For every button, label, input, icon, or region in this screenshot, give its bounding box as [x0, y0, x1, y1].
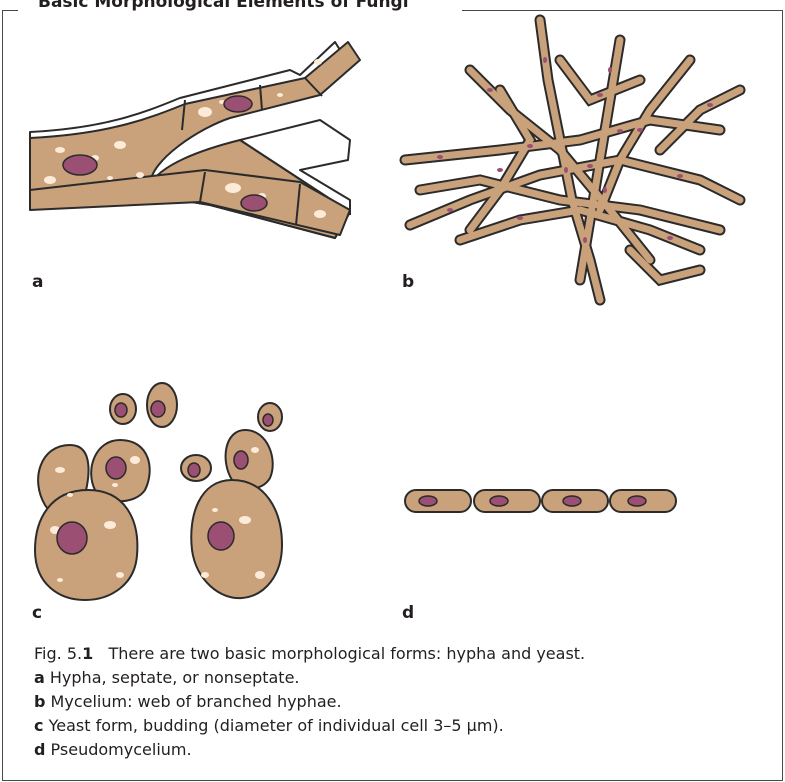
caption-item-letter: a [34, 668, 45, 687]
panel-label-d: d [402, 603, 414, 623]
caption-item-text: Yeast form, budding (diameter of individ… [49, 716, 504, 735]
caption-item-text: Mycelium: web of branched hyphae. [51, 692, 342, 711]
caption-item-b: b Mycelium: web of branched hyphae. [34, 690, 585, 714]
caption-item-letter: d [34, 740, 45, 759]
figure-caption: Fig. 5.1 There are two basic morphologic… [34, 642, 585, 762]
caption-fig-prefix: Fig. 5. [34, 644, 82, 663]
caption-item-letter: b [34, 692, 45, 711]
caption-item-a: a Hypha, septate, or nonseptate. [34, 666, 585, 690]
caption-item-d: d Pseudomycelium. [34, 738, 585, 762]
caption-item-letter: c [34, 716, 43, 735]
caption-title-line: Fig. 5.1 There are two basic morphologic… [34, 642, 585, 666]
caption-fig-text: There are two basic morphological forms:… [108, 644, 585, 663]
caption-item-text: Pseudomycelium. [51, 740, 192, 759]
caption-item-c: c Yeast form, budding (diameter of indiv… [34, 714, 585, 738]
caption-fig-number: 1 [82, 644, 93, 663]
caption-item-text: Hypha, septate, or nonseptate. [50, 668, 300, 687]
